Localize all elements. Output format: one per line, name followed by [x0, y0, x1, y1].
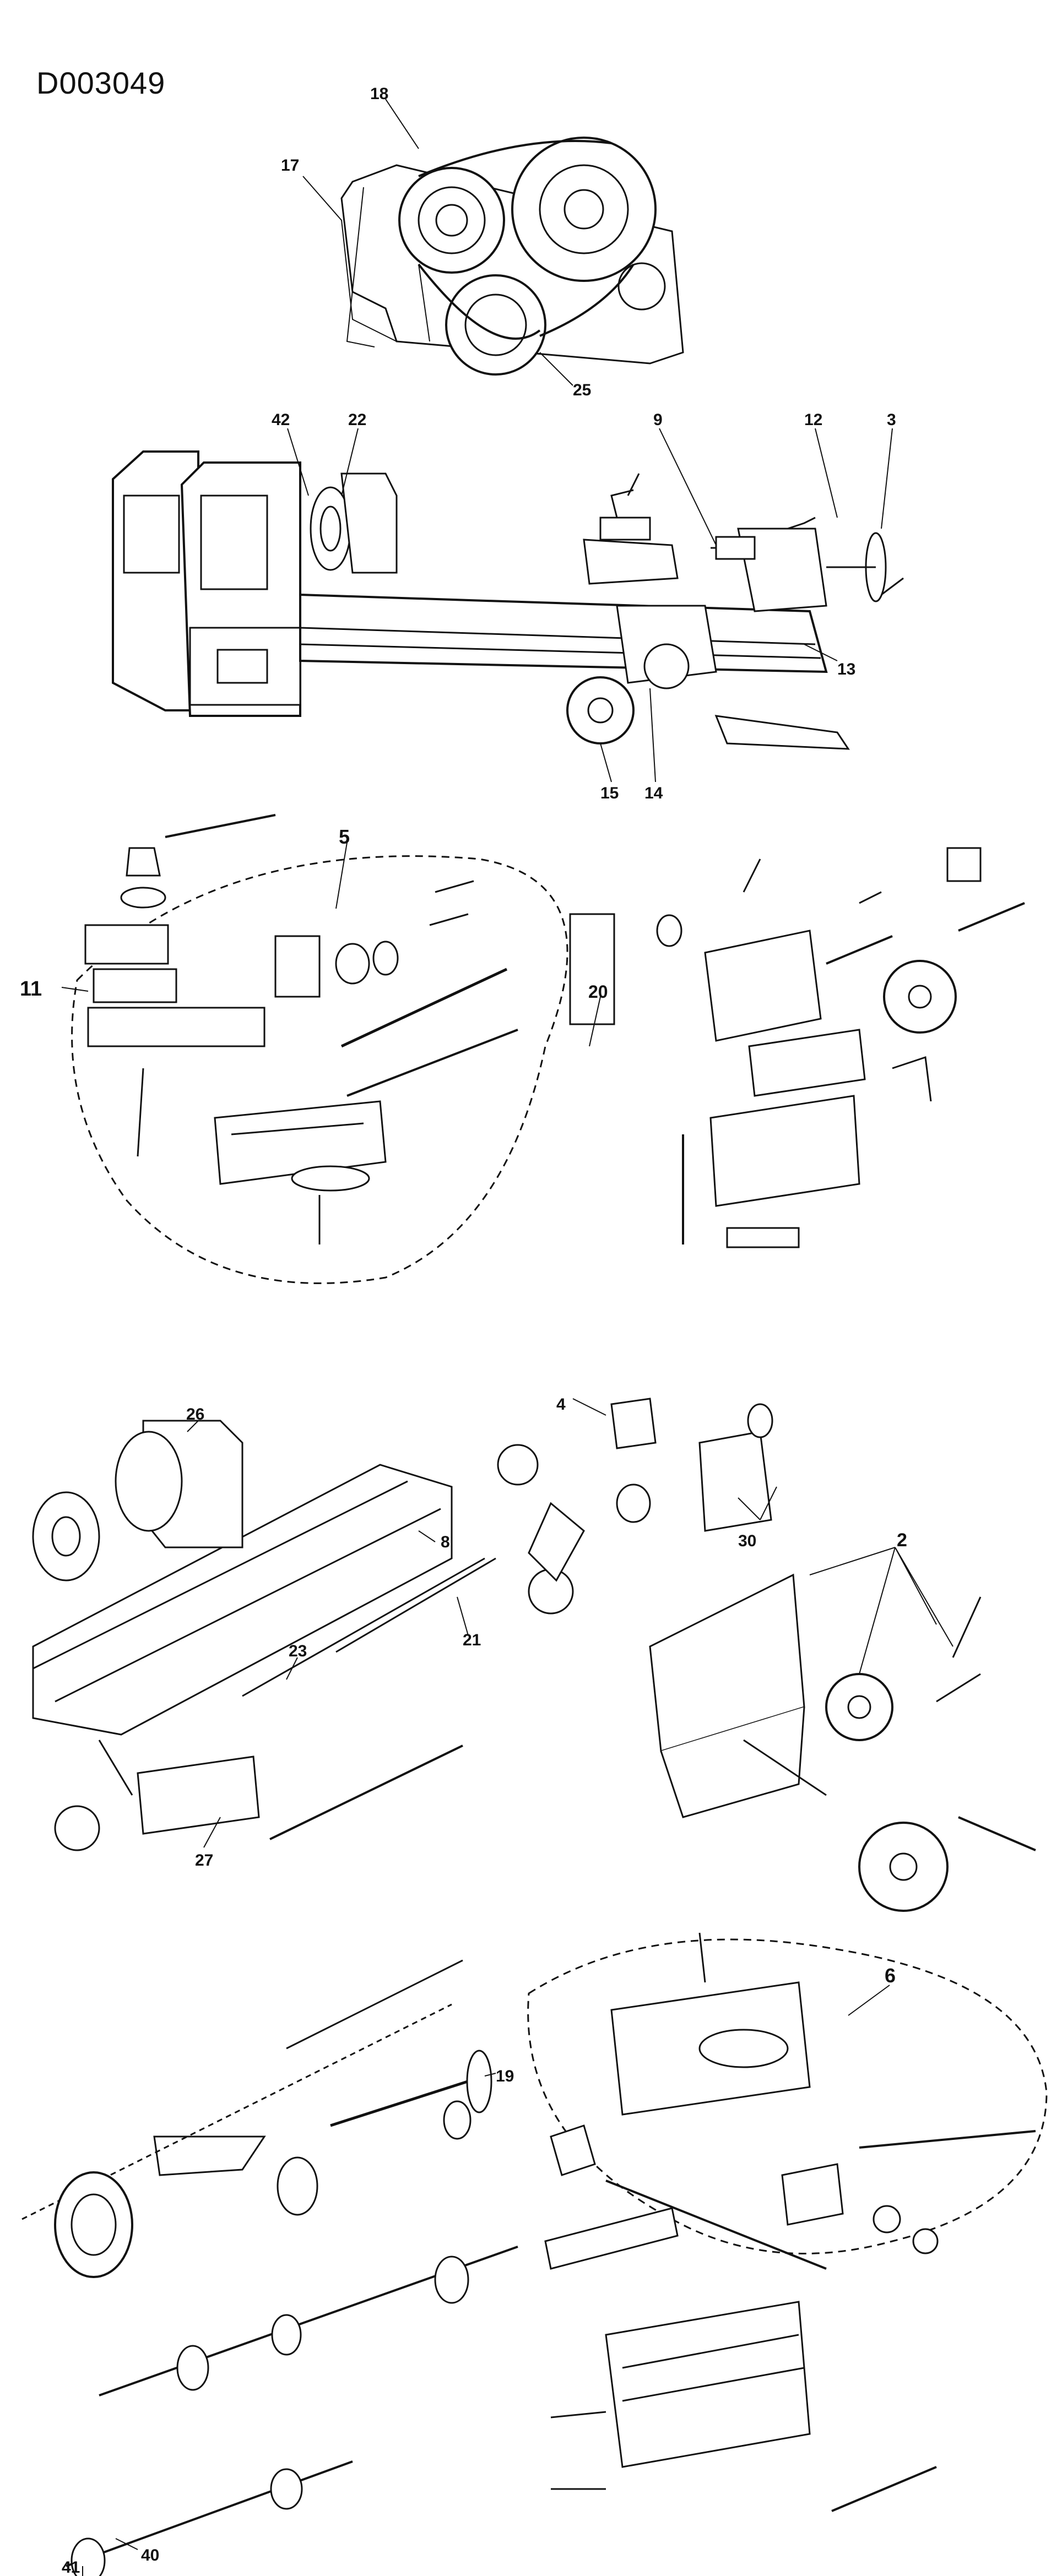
- headstock-gearbox-group: [497, 1398, 1036, 1912]
- callout-15: 15: [600, 784, 619, 802]
- callout-19: 19: [496, 2067, 514, 2085]
- callout-18: 18: [370, 85, 388, 103]
- bed-motor-group: [32, 1420, 496, 1851]
- callout-13: 13: [837, 660, 855, 678]
- callout-9: 9: [653, 411, 663, 429]
- callout-14: 14: [644, 784, 663, 802]
- tailstock-cross-slide-group: [569, 847, 1025, 1248]
- spindle-gear-train-group: [21, 1959, 518, 2576]
- callout-30: 30: [738, 1532, 756, 1550]
- callout-3: 3: [887, 411, 896, 429]
- callout-17: 17: [281, 156, 299, 175]
- callout-23: 23: [289, 1642, 307, 1660]
- carriage-apron-group: [527, 1932, 1048, 2512]
- callout-4: 4: [556, 1395, 566, 1414]
- callout-41: 41: [62, 2558, 80, 2576]
- callout-5: 5: [339, 825, 350, 848]
- lathe-overview: [112, 450, 904, 750]
- callout-27: 27: [195, 1851, 213, 1869]
- pulley-assembly: [340, 137, 684, 376]
- document-id: D003049: [36, 66, 166, 100]
- callout-8: 8: [441, 1533, 450, 1551]
- callout-26: 26: [186, 1405, 204, 1423]
- callout-12: 12: [804, 411, 822, 429]
- callout-25: 25: [573, 381, 591, 399]
- compound-slide-group: [71, 814, 568, 1284]
- callout-6: 6: [885, 1964, 896, 1987]
- callout-21: 21: [463, 1631, 481, 1649]
- callout-20: 20: [588, 982, 608, 1002]
- callout-40: 40: [141, 2546, 159, 2564]
- callout-11: 11: [20, 977, 42, 1001]
- callout-42: 42: [272, 411, 290, 429]
- callout-2: 2: [897, 1530, 907, 1551]
- callout-22: 22: [348, 411, 366, 429]
